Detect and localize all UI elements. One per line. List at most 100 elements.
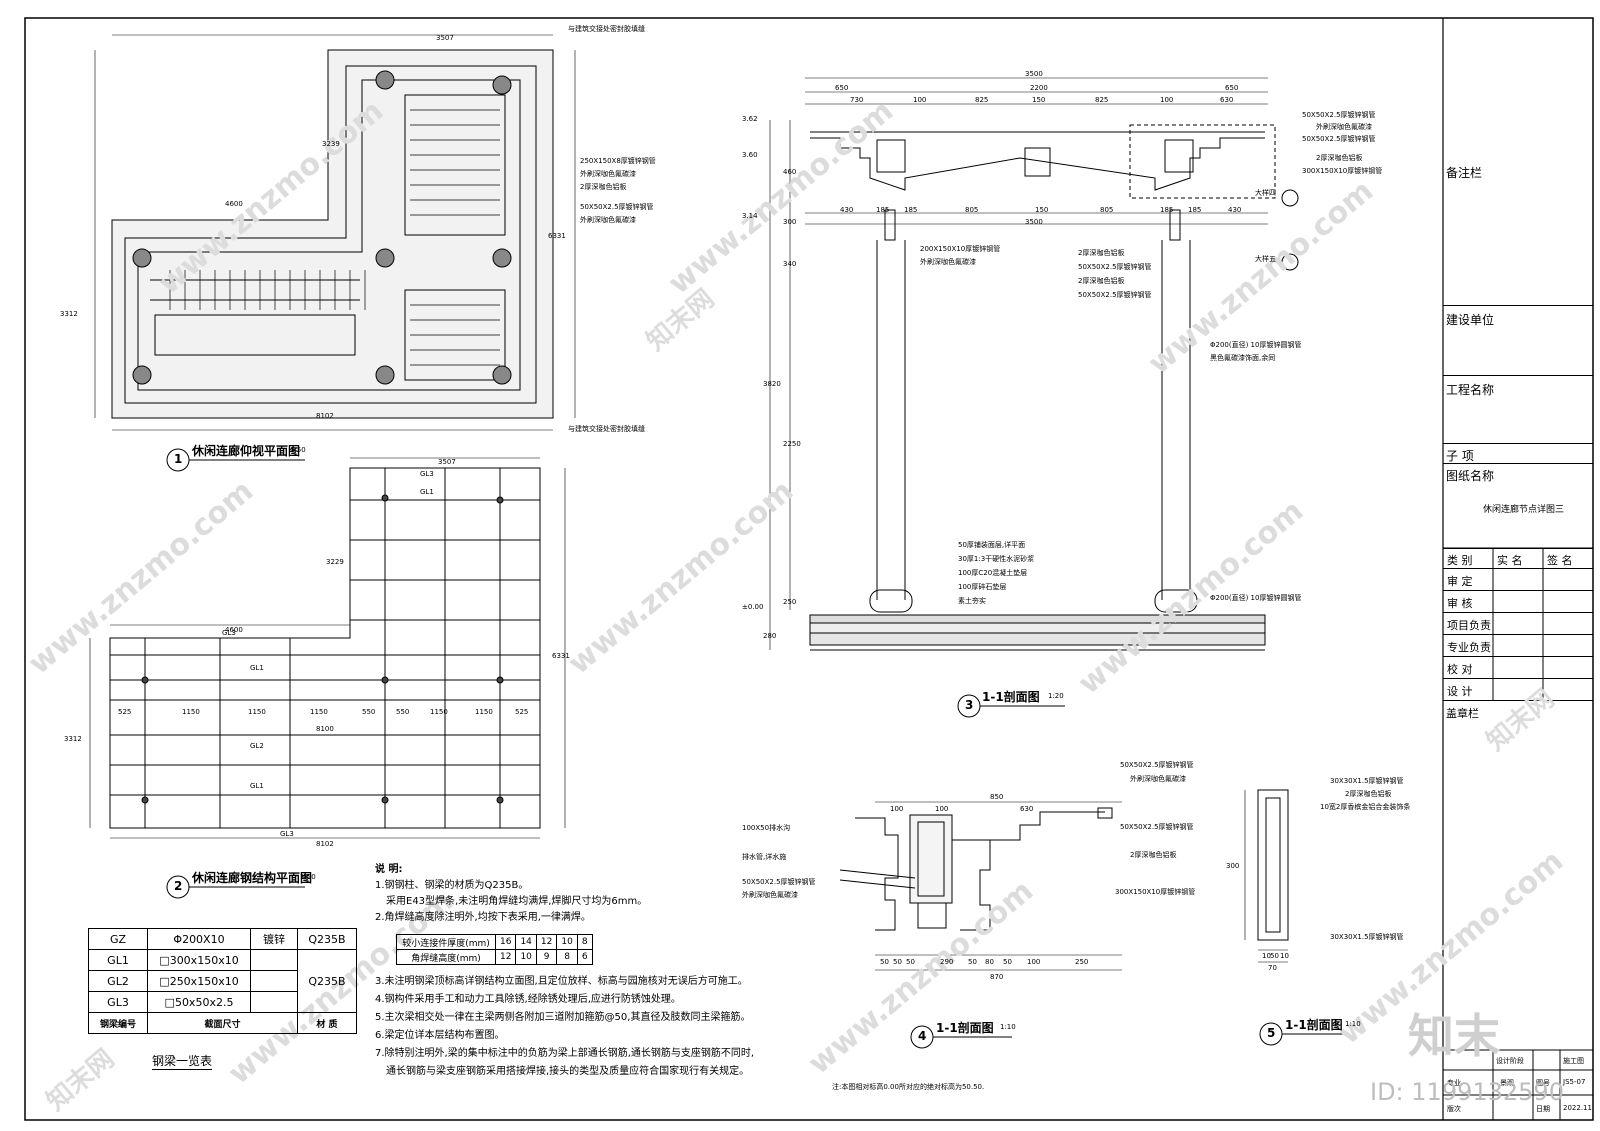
weld-cell: 12 (494, 949, 517, 965)
beam-material: Q235B (297, 928, 357, 950)
sec3-pipe-top1: 50X50X2.5厚镀锌钢管 (1302, 111, 1376, 119)
plan1-pipe2: 50X50X2.5厚镀锌钢管 (580, 203, 654, 211)
tb-ver-label: 版次 (1447, 1105, 1461, 1113)
sec5-alu: 2厚深咖色铝板 (1345, 790, 1392, 798)
weld-head: 角焊缝高度(mm) (396, 949, 496, 965)
tb-major: 景观 (1500, 1079, 1514, 1087)
plan2-dim-h2: 6331 (552, 652, 570, 660)
tb-major-label: 专业 (1447, 1079, 1461, 1087)
section3 (769, 77, 1276, 651)
beam-finish: 镀锌 (250, 928, 298, 950)
sec5-dim: 10 (1280, 952, 1289, 960)
weld-cell: 6 (576, 949, 593, 965)
tb-role-row: 校 对 (1443, 656, 1593, 679)
sec5-dim-w: 70 (1268, 964, 1277, 972)
beam-section: Φ200X10 (147, 928, 251, 950)
sec5-title: 1-1剖面图 (1285, 1018, 1343, 1032)
sec3-dim: 805 (965, 206, 979, 214)
plan2-span: 1150 (310, 708, 328, 716)
weld-cell: 8 (556, 949, 578, 965)
beam-table: GZ Φ200X10 镀锌 Q235B GL1 □300x150x10 Q235… (88, 928, 357, 1034)
table-row: GL3 □50x50x2.5 (88, 991, 357, 1013)
tb-role-row: 专业负责 (1443, 634, 1593, 657)
tb-stamp-row: 盖章栏 (1443, 700, 1593, 721)
tb-date: 2022.11 (1563, 1104, 1592, 1112)
tb-role: 校 对 (1447, 663, 1473, 676)
sec3-column-paint: 黑色氟碳漆饰面,余同 (1210, 354, 1276, 362)
section5 (1244, 789, 1289, 963)
watermark-logo: 知末 (1408, 1009, 1500, 1063)
sec3-column: Φ200(直径) 10厚镀锌圆钢管 (1210, 341, 1302, 349)
plan2-gl3-label: GL3 (222, 629, 236, 637)
weld-cell: 10 (515, 949, 537, 965)
tb-name-row: 图纸名称 休闲连廊节点详图三 (1443, 463, 1593, 549)
plan2-dim-h3: 3312 (64, 735, 82, 743)
plan1-columns (132, 70, 512, 385)
plan2-number: 2 (174, 879, 183, 893)
sec4-pipe-b: 50X50X2.5厚镀锌钢管 (1120, 823, 1194, 831)
sec3-elevation: ±0.00 (742, 603, 764, 611)
beam-section: □250x150x10 (147, 970, 251, 992)
beam-id: GL3 (88, 991, 148, 1013)
tb-role-row: 审 定 (1443, 568, 1593, 591)
sec3-dim-inner: 3500 (1025, 218, 1043, 226)
tb-remarks: 备注栏 (1446, 166, 1483, 180)
beam-id: GL1 (88, 949, 148, 971)
sec3-mid: 50X50X2.5厚镀锌钢管 (1078, 291, 1152, 299)
plan2-span: 525 (515, 708, 529, 716)
tb-date-label: 日期 (1536, 1105, 1550, 1113)
sec3-layer: 100厚碎石垫层 (958, 583, 1007, 591)
footnote: 注:本图相对标高0.00所对应的绝对标高为50.50. (832, 1083, 985, 1091)
plan1-title: 休闲连廊仰视平面图 (192, 444, 301, 458)
plan1-scale: 1:50 (290, 446, 306, 454)
sec4-scale: 1:10 (1000, 1023, 1016, 1031)
sec4-dim: 50 (906, 958, 915, 966)
tb-role: 专业负责 (1447, 641, 1491, 654)
sec5-dim: 50 (1270, 952, 1279, 960)
sec3-dim: 185 (904, 206, 918, 214)
sec3-dim: 185 (1160, 206, 1174, 214)
note-line: 7.除特别注明外,梁的集中标注中的负筋为梁上部通长钢筋,通长钢筋与支座钢筋不同时… (375, 1048, 755, 1059)
sec3-number: 3 (965, 698, 974, 712)
tb-stage-label: 设计阶段 (1496, 1057, 1524, 1065)
beam-table-caption: 钢梁一览表 (152, 1054, 213, 1070)
sec3-dim: 805 (1100, 206, 1114, 214)
beam-head-material: 材 质 (297, 1012, 357, 1034)
plan2-gl1-label: GL1 (250, 664, 264, 672)
section4 (839, 801, 1122, 971)
note-line: 6.梁定位详本层结构布置图。 (375, 1030, 505, 1041)
sec3-pipe-top2: 50X50X2.5厚镀锌钢管 (1302, 135, 1376, 143)
weld-table: 较小连接件厚度(mm) 16 14 12 10 8 角焊缝高度(mm) 12 1… (396, 934, 593, 965)
tb-client: 建设单位 (1446, 313, 1495, 327)
plan2-gl1-label: GL1 (420, 488, 434, 496)
sec3-detail5: 大样五 (1255, 255, 1276, 263)
note-line: 通长钢筋与梁支座钢筋采用搭接焊接,接头的类型及质量应符合国家现行有关规定。 (386, 1066, 750, 1077)
plan2-dim-left: 4600 (225, 626, 243, 634)
plan2-span: 550 (396, 708, 410, 716)
sec4-pipe-d: 50X50X2.5厚镀锌钢管 (742, 878, 816, 886)
plan1-top-note: 与建筑交接处密封胶填缝 (568, 25, 645, 33)
sec3-dim: 100 (913, 96, 927, 104)
sec3-layer: 100厚C20混凝土垫层 (958, 569, 1028, 577)
sec5-pipe-a: 30X30X1.5厚镀锌钢管 (1330, 777, 1404, 785)
sec4-dim: 100 (890, 805, 904, 813)
sec4-dim: 100 (935, 805, 949, 813)
sec4-paint-d: 外刷深咖色氟碳漆 (742, 891, 798, 899)
sec4-drain: 100X50排水沟 (742, 824, 791, 832)
sec3-dim: 430 (840, 206, 854, 214)
tb-project-row: 工程名称 (1443, 375, 1593, 436)
beam-head-id: 钢梁编号 (88, 1012, 148, 1034)
sec3-beam-left-paint: 外刷深咖色氟碳漆 (920, 258, 976, 266)
plan1-pipe1: 250X150X8厚镀锌钢管 (580, 157, 656, 165)
sec5-number: 5 (1267, 1026, 1276, 1040)
sec3-mid: 2厚深咖色铝板 (1078, 277, 1125, 285)
beam-section: □50x50x2.5 (147, 991, 251, 1013)
sec4-title: 1-1剖面图 (936, 1021, 994, 1035)
sec3-dim: 150 (1035, 206, 1049, 214)
table-header: 钢梁编号 截面尺寸 材 质 (88, 1012, 357, 1034)
plan1-dim-bottom: 8102 (316, 412, 334, 420)
note-line: 5.主次梁相交处一律在主梁两侧各附加三道附加箍筋@50,其直径及肢数同主梁箍筋。 (375, 1012, 751, 1023)
plan2-span: 550 (362, 708, 376, 716)
tb-drawing-name: 图纸名称 (1446, 469, 1495, 483)
